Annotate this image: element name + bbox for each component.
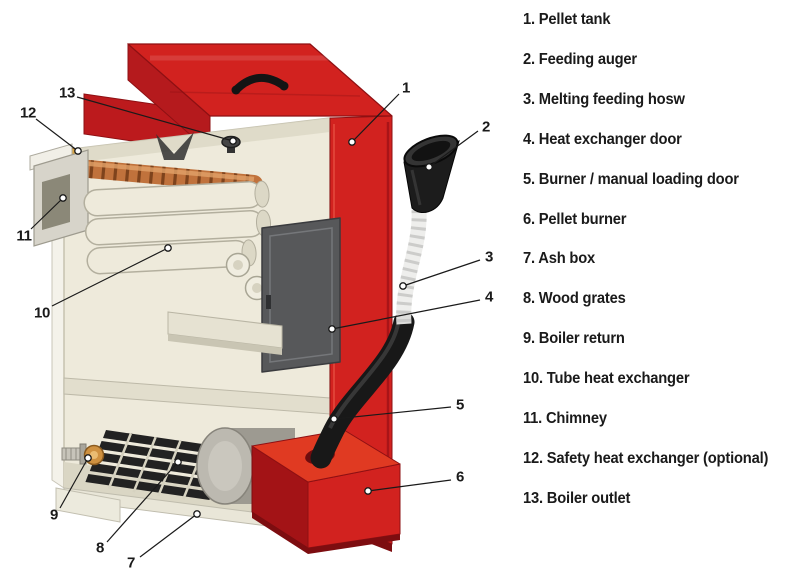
callout-13: 13 [58,84,76,102]
legend-item-9: 9. Boiler return [523,330,625,348]
callout-12: 12 [19,104,37,122]
legend-item-5: 5. Burner / manual loading door [523,170,739,188]
legend-item-2: 2. Feeding auger [523,50,637,68]
legend-item-13: 13. Boiler outlet [523,489,631,507]
lid-handle [231,74,289,95]
legend-item-4: 4. Heat exchanger door [523,130,682,148]
feeding-auger-hopper [403,134,460,213]
wood-grates [85,430,230,500]
baffle-shelf [167,311,283,355]
callout-10: 10 [33,304,51,322]
chimney [29,143,89,247]
callout-11: 11 [16,227,32,245]
callout-5: 5 [455,396,465,414]
legend-item-10: 10. Tube heat exchanger [523,370,690,388]
legend-item-6: 6. Pellet burner [523,210,627,228]
legend-item-3: 3. Melting feeding hosw [523,90,685,108]
boiler-diagram: 1 2 3 4 5 6 7 8 9 10 11 12 13 [16,42,494,572]
callout-3: 3 [484,248,494,266]
callout-1: 1 [401,79,411,97]
legend-item-7: 7. Ash box [523,250,596,268]
callout-2: 2 [481,118,491,136]
callout-dots [59,137,433,518]
callout-7: 7 [126,554,136,572]
pellet-tank [127,42,393,154]
callout-lines [30,93,481,558]
feeding-hose [396,209,427,325]
boiler-return-valve [55,443,121,523]
legend-item-8: 8. Wood grates [523,290,626,308]
callout-4: 4 [484,288,494,306]
legend-item-11: 11. Chimney [523,410,607,428]
legend-item-12: 12. Safety heat exchanger (optional) [523,449,769,467]
callout-6: 6 [455,468,465,486]
boiler-illustration [29,42,481,558]
parts-legend: 1. Pellet tank 2. Feeding auger 3. Melti… [523,0,801,519]
top-bracket [156,132,194,160]
callout-8: 8 [95,539,105,557]
callout-9: 9 [49,506,59,524]
feeding-tube [310,311,415,469]
legend-item-1: 1. Pellet tank [523,11,611,28]
tube-heat-exchanger [83,180,272,275]
